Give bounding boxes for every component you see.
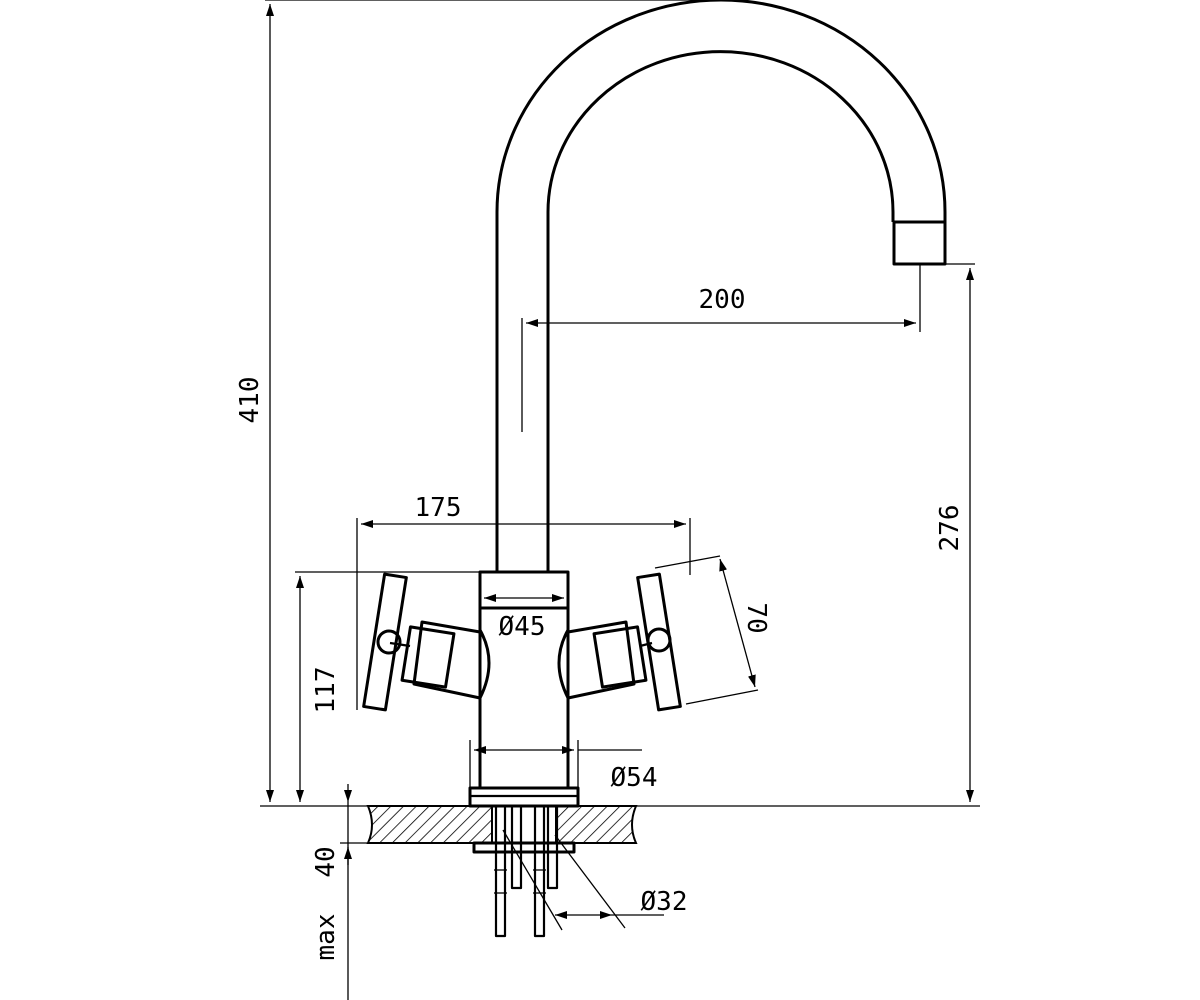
left-valve-collar xyxy=(400,625,456,689)
body-right-bulge xyxy=(557,629,570,699)
countertop-left xyxy=(366,805,493,844)
left-handle-knob xyxy=(376,629,402,655)
label-40: 40 xyxy=(311,846,341,877)
label-410: 410 xyxy=(235,377,265,424)
right-handle-knob xyxy=(646,627,672,653)
label-54: Ø54 xyxy=(611,763,658,793)
countertop-right xyxy=(555,805,638,844)
dim-70-line xyxy=(719,558,756,688)
left-valve-cone xyxy=(412,620,481,700)
label-45: Ø45 xyxy=(499,612,546,642)
left-handle xyxy=(362,572,481,712)
label-32: Ø32 xyxy=(641,887,688,917)
label-276: 276 xyxy=(935,505,965,552)
aerator xyxy=(892,220,947,266)
label-200: 200 xyxy=(699,285,746,315)
mounting-washer xyxy=(472,841,576,854)
stud-left xyxy=(494,804,507,938)
stud-center-right xyxy=(533,804,546,938)
dimension-lines xyxy=(260,0,980,1000)
dimension-labels: 410 200 276 175 Ø45 117 70 Ø54 40 max Ø3… xyxy=(235,285,965,960)
right-cross-handle xyxy=(636,572,682,712)
label-117: 117 xyxy=(311,667,341,714)
handle-70-ext-top xyxy=(654,555,721,569)
spout-inner xyxy=(546,50,895,572)
spout-outer xyxy=(495,0,947,572)
right-valve-cone xyxy=(567,620,636,700)
label-70: 70 xyxy=(741,602,771,633)
countertop-section xyxy=(366,804,638,938)
label-max: max xyxy=(311,914,341,961)
label-175: 175 xyxy=(415,493,462,523)
handle-70-ext-bottom xyxy=(685,689,759,705)
dim-32-diag-left xyxy=(502,829,563,931)
right-handle xyxy=(567,572,682,712)
left-cross-handle xyxy=(362,572,408,712)
right-valve-collar xyxy=(592,625,648,689)
body-left-bulge xyxy=(478,629,491,699)
faucet-outline xyxy=(468,0,947,808)
dim-32-diag-right xyxy=(554,834,626,929)
body-upper xyxy=(478,570,570,610)
